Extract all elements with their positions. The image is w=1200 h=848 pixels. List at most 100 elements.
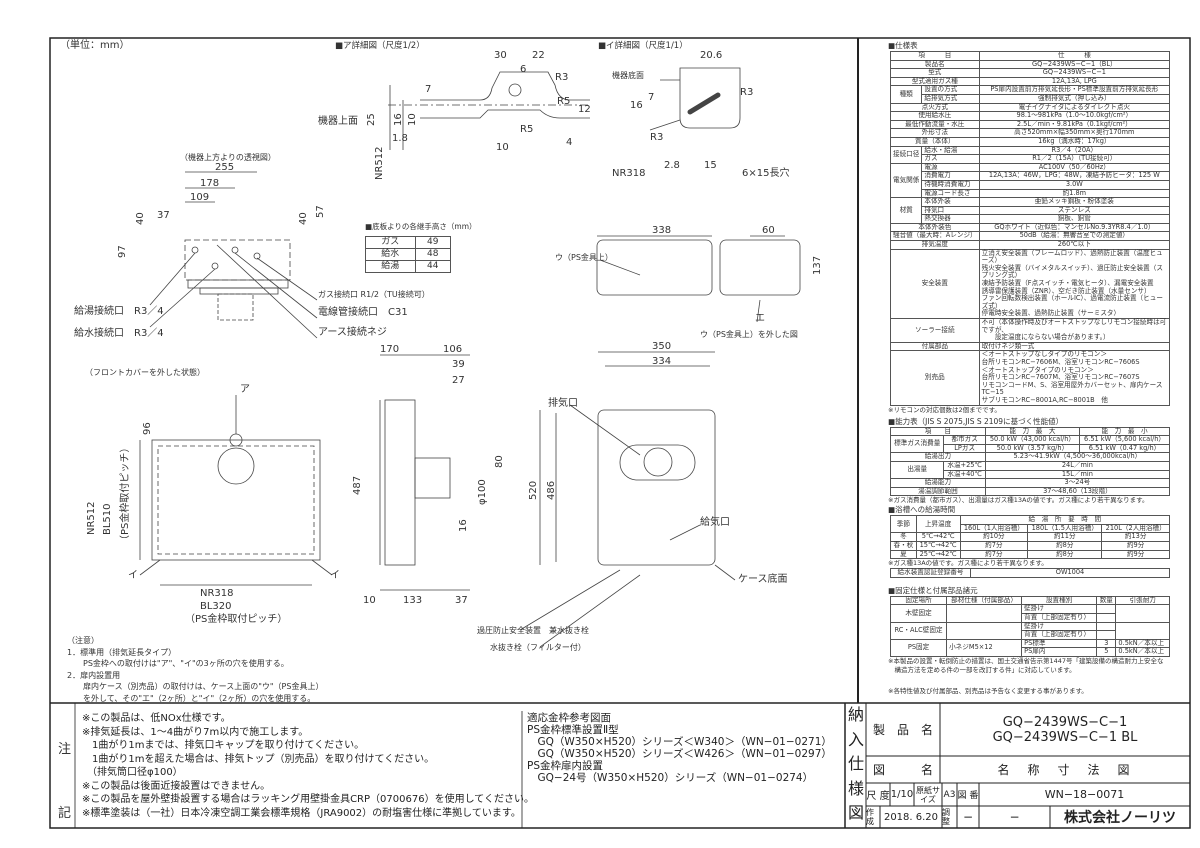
svg-text:37: 37 <box>157 210 170 221</box>
bath-note: ※ガス種13Aの値です。ガス種により若干異なります。 <box>888 559 1048 568</box>
text-line: （注意） <box>67 636 99 645</box>
svg-text:20.6: 20.6 <box>700 50 722 61</box>
table-cell: ＜オートストップなしタイプのリモコン＞ 台所リモコンRC−7606M、浴室リモコ… <box>978 350 1171 406</box>
detail-i-title: ■イ詳細図（尺度1/1） <box>598 40 688 51</box>
svg-text:37: 37 <box>455 595 468 606</box>
table-row: 季節上昇温度給 湯 所 要 時 間 <box>890 515 1171 534</box>
svg-text:排気口: 排気口 <box>548 396 578 409</box>
table-cell <box>946 621 1023 640</box>
svg-text:10: 10 <box>363 595 376 606</box>
table-row: ソーラー接続不可（本体操作時及びオートストップなしリモコン接続時は可ですが、 設… <box>890 318 1171 343</box>
capacity-note: ※ガス消費量（都市ガス）、出湯量はガス種13Aの値です。ガス種により若干異なりま… <box>888 496 1149 505</box>
svg-text:57: 57 <box>315 205 326 218</box>
vertical-char: 仕 <box>847 754 864 773</box>
title-block-vertical-label: 納入仕様図 <box>846 703 866 826</box>
table-cell: 安全装置 <box>890 248 980 320</box>
cert-table: 給水装置認証登録番号 OW1004 <box>890 568 1170 578</box>
text-line: 1曲がり1mまでは、排気口キャップを取り付けてください。 <box>82 740 365 751</box>
fixing-table: 固定場所部材仕様（付属部品）設置種別数量引張耐力木壁固定壁掛け背置（上部固定有り… <box>889 595 1170 658</box>
svg-text:φ100: φ100 <box>477 479 488 505</box>
text-line: （排気筒口径φ100） <box>82 767 183 778</box>
svg-text:ウ（PS金具上）を外した図: ウ（PS金具上）を外した図 <box>700 329 798 339</box>
text-line: PS金枠への取付けは"ア"、"イ"の3ヶ所の穴を使用する。 <box>67 659 289 668</box>
svg-text:6×15長穴: 6×15長穴 <box>742 166 789 179</box>
table-cell: 44 <box>414 260 452 273</box>
svg-text:334: 334 <box>652 356 671 367</box>
table-cell: 材質 <box>889 197 923 224</box>
svg-text:96: 96 <box>142 422 153 435</box>
table-cell: 上昇温度 <box>915 515 961 534</box>
table-cell: 種類 <box>889 85 923 104</box>
svg-text:10: 10 <box>407 113 418 126</box>
table-row: 木壁固定壁掛け <box>889 604 1170 623</box>
svg-text:255: 255 <box>215 162 234 173</box>
text-line: 1曲がり1mを超えた場合は、排気トップ（別売品）を取り付けてください。 <box>82 753 435 765</box>
text-line: を外して、その"エ"（2ヶ所）と"イ"（2ヶ所）の穴を使用する。 <box>67 693 316 703</box>
svg-text:133: 133 <box>403 595 422 606</box>
vertical-char: 図 <box>847 803 864 822</box>
svg-text:30: 30 <box>494 50 507 61</box>
scale-value: 1/10 <box>890 789 914 800</box>
sheet-frame <box>49 37 1191 829</box>
table-cell: 0.5kN／本以上 <box>1115 647 1170 657</box>
text-line: 1．標準用（排気延長タイプ） <box>67 647 177 657</box>
unit-label: （単位：mm） <box>60 38 129 51</box>
vertical-char: 様 <box>847 778 864 798</box>
svg-text:7: 7 <box>425 84 431 95</box>
svg-text:97: 97 <box>117 245 128 258</box>
svg-text:（機器上方よりの透視図）: （機器上方よりの透視図） <box>180 152 276 162</box>
svg-text:（PS金枠取付ピッチ）: （PS金枠取付ピッチ） <box>185 612 287 625</box>
svg-text:520: 520 <box>528 481 539 500</box>
svg-text:6: 6 <box>520 64 526 75</box>
scale-label: 尺 度 <box>866 791 890 802</box>
text-line: GQ（W350×H520）シリーズ＜W340＞（WN−01−0271） <box>527 736 832 748</box>
svg-text:イ: イ <box>330 570 340 581</box>
svg-text:NR318: NR318 <box>200 588 234 599</box>
text-line: 2．扉内設置用 <box>67 670 121 680</box>
svg-text:4: 4 <box>566 137 572 148</box>
text-line: 扉内ケース（別売品）の取付けは、ケース上面の"ウ"（PS金具上） <box>67 682 324 691</box>
paper-size: A3 <box>943 789 956 800</box>
fixing-title: ■固定仕様と付属部品諸元 <box>888 585 978 595</box>
notes-label: 注 <box>58 742 72 757</box>
detail-i-drawing: ■イ詳細図（尺度1/1） 機器底面 20.6R3 167 R32.8 15 NR… <box>598 40 789 179</box>
svg-text:12: 12 <box>578 104 591 115</box>
text-line: GQ（W350×H520）シリーズ＜W426＞（WN−01−0297） <box>527 748 832 760</box>
spec-note: ※リモコンの対応個数は2個までです。 <box>888 405 1001 414</box>
svg-text:アース接続ネジ: アース接続ネジ <box>318 325 387 338</box>
svg-text:給水接続口 R3／4: 給水接続口 R3／4 <box>74 326 164 339</box>
table-row: 安全装置立消え安全装置（フレームロッド）、過熱防止装置（温度ヒューズ） 残火安全… <box>890 248 1171 320</box>
table-cell: 出湯量 <box>889 460 945 480</box>
svg-text:R3: R3 <box>555 72 568 83</box>
svg-text:109: 109 <box>190 192 209 203</box>
table-cell: 季節 <box>890 515 917 534</box>
table-cell: 約9分 <box>1101 549 1170 560</box>
svg-text:16: 16 <box>393 113 404 126</box>
svg-text:給気口: 給気口 <box>700 515 730 528</box>
svg-text:NR512: NR512 <box>374 146 385 180</box>
paper-size-label: 原紙サイズ <box>916 785 940 804</box>
svg-text:BL510: BL510 <box>102 503 113 535</box>
table-cell: 約8分 <box>1027 549 1103 560</box>
svg-text:R5: R5 <box>557 96 570 107</box>
created-label: 作成 <box>866 808 874 826</box>
text-line: ※排気延長は、1〜4曲がり7m以内で施工します。 <box>82 726 309 738</box>
svg-text:NR512: NR512 <box>86 501 97 535</box>
svg-text:1.8: 1.8 <box>392 133 408 144</box>
svg-text:水抜き栓（フィルター付）: 水抜き栓（フィルター付） <box>490 642 586 652</box>
drawing-number: WN−18−0071 <box>1044 788 1125 801</box>
front-view-drawing: （フロントカバーを外した状態） ア イイ 96 NR512 BL510 （PS金… <box>85 367 340 625</box>
